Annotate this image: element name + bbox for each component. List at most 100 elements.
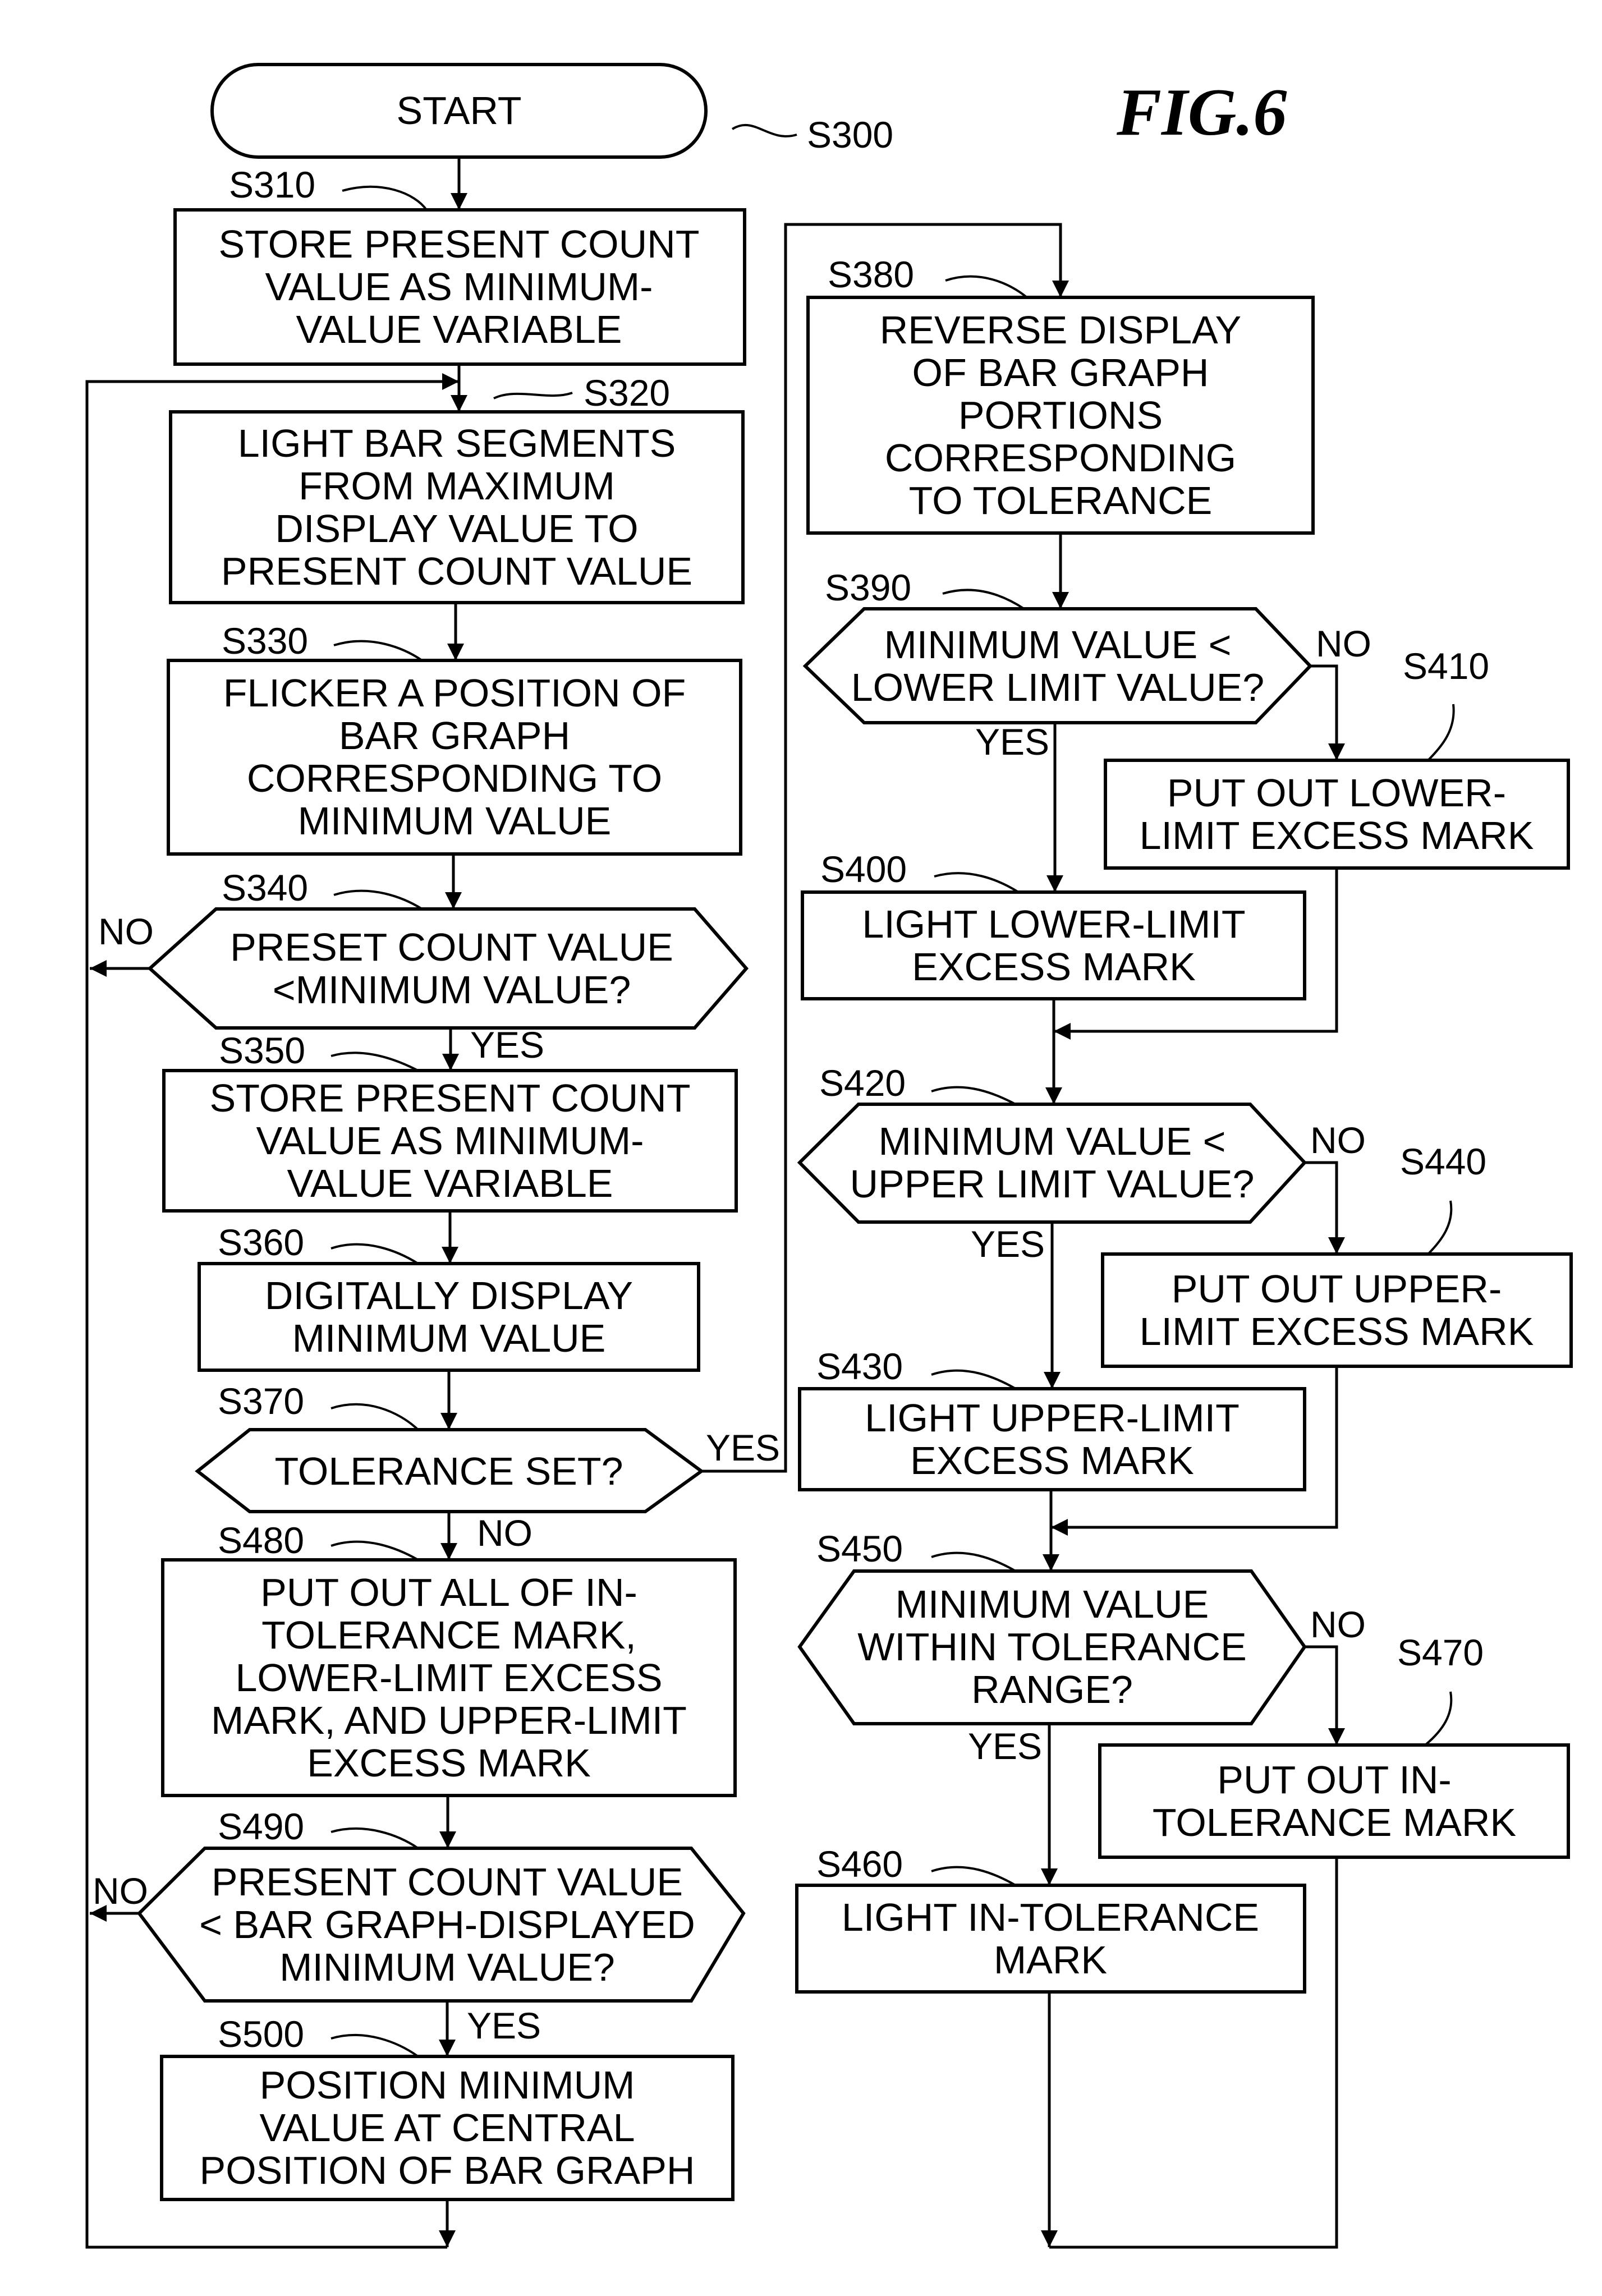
node-text-line: VALUE AS MINIMUM- bbox=[256, 1119, 644, 1163]
node-text-line: TOLERANCE MARK, bbox=[261, 1613, 636, 1657]
node-text-line: FLICKER A POSITION OF bbox=[223, 671, 686, 715]
node-text-line: LOWER-LIMIT EXCESS bbox=[235, 1656, 662, 1700]
node-text-line: MINIMUM VALUE < bbox=[878, 1119, 1225, 1163]
node-text-line: VALUE VARIABLE bbox=[296, 307, 622, 351]
decision-s340-text: PRESET COUNT VALUE<MINIMUM VALUE? bbox=[230, 925, 673, 1012]
label-s380: S380 bbox=[828, 254, 914, 295]
node-text-line: LIGHT BAR SEGMENTS bbox=[238, 421, 676, 465]
node-text-line: LIMIT EXCESS MARK bbox=[1140, 1310, 1534, 1353]
step-s500-text: POSITION MINIMUMVALUE AT CENTRALPOSITION… bbox=[200, 2063, 695, 2192]
node-text-line: MINIMUM VALUE < bbox=[884, 623, 1231, 667]
label-s330: S330 bbox=[222, 620, 308, 662]
step-s320-text: LIGHT BAR SEGMENTSFROM MAXIMUMDISPLAY VA… bbox=[221, 421, 692, 593]
step-s430-text: LIGHT UPPER-LIMITEXCESS MARK bbox=[865, 1396, 1240, 1482]
node-text-line: REVERSE DISPLAY bbox=[880, 308, 1242, 352]
decision-s390-text: MINIMUM VALUE <LOWER LIMIT VALUE? bbox=[851, 623, 1265, 709]
node-text-line: MARK bbox=[994, 1938, 1107, 1982]
node-text-line: PRESET COUNT VALUE bbox=[230, 925, 673, 969]
step-s360-text: DIGITALLY DISPLAYMINIMUM VALUE bbox=[265, 1274, 633, 1360]
step-s400-text: LIGHT LOWER-LIMITEXCESS MARK bbox=[862, 902, 1245, 989]
node-text-line: DISPLAY VALUE TO bbox=[275, 507, 638, 550]
branch-s340-no: NO bbox=[98, 911, 154, 952]
node-text-line: MINIMUM VALUE bbox=[298, 799, 612, 843]
node-text-line: CORRESPONDING bbox=[885, 436, 1236, 480]
node-text-line: PUT OUT ALL OF IN- bbox=[260, 1571, 637, 1614]
node-text-line: PUT OUT UPPER- bbox=[1172, 1267, 1502, 1311]
node-text-line: LOWER LIMIT VALUE? bbox=[851, 665, 1265, 709]
figure-title: FIG.6 bbox=[1116, 75, 1287, 149]
label-s420: S420 bbox=[819, 1062, 906, 1104]
label-s450: S450 bbox=[816, 1528, 903, 1569]
start-text: START bbox=[397, 89, 522, 132]
label-s360: S360 bbox=[218, 1222, 304, 1263]
branch-s390-no: NO bbox=[1316, 623, 1371, 664]
node-text-line: UPPER LIMIT VALUE? bbox=[850, 1162, 1255, 1206]
node-text-line: TO TOLERANCE bbox=[909, 479, 1213, 522]
label-s310: S310 bbox=[229, 164, 315, 205]
node-text-line: LIGHT IN-TOLERANCE bbox=[842, 1895, 1259, 1939]
label-s350: S350 bbox=[219, 1030, 305, 1071]
node-text-line: CORRESPONDING TO bbox=[247, 756, 662, 800]
node-text-line: VALUE AT CENTRAL bbox=[259, 2106, 635, 2150]
label-s460: S460 bbox=[816, 1843, 903, 1885]
label-s390: S390 bbox=[825, 567, 911, 608]
node-text-line: PORTIONS bbox=[958, 393, 1163, 437]
node-text-line: POSITION OF BAR GRAPH bbox=[200, 2148, 695, 2192]
label-s480: S480 bbox=[218, 1519, 304, 1561]
node-text-line: PUT OUT IN- bbox=[1217, 1758, 1451, 1802]
node-text-line: OF BAR GRAPH bbox=[912, 351, 1209, 394]
node-text-line: VALUE AS MINIMUM- bbox=[265, 265, 653, 309]
branch-s490-yes: YES bbox=[467, 2005, 541, 2046]
label-s470: S470 bbox=[1397, 1632, 1484, 1673]
label-s440: S440 bbox=[1400, 1141, 1486, 1182]
step-s410-text: PUT OUT LOWER-LIMIT EXCESS MARK bbox=[1140, 771, 1534, 857]
node-text-line: MINIMUM VALUE bbox=[292, 1316, 606, 1360]
branch-s490-no: NO bbox=[93, 1870, 148, 1912]
node-text-line: WITHIN TOLERANCE bbox=[857, 1625, 1247, 1669]
node-text-line: MARK, AND UPPER-LIMIT bbox=[211, 1698, 687, 1742]
node-text-line: TOLERANCE SET? bbox=[274, 1449, 623, 1493]
branch-s450-no: NO bbox=[1310, 1604, 1366, 1645]
branch-s370-yes: YES bbox=[706, 1427, 780, 1468]
node-text-line: FROM MAXIMUM bbox=[299, 464, 615, 508]
node-text-line: < BAR GRAPH-DISPLAYED bbox=[199, 1903, 695, 1946]
node-text-line: POSITION MINIMUM bbox=[260, 2063, 635, 2107]
node-text-line: DIGITALLY DISPLAY bbox=[265, 1274, 633, 1317]
node-text-line: MINIMUM VALUE bbox=[896, 1582, 1209, 1626]
node-text-line: EXCESS MARK bbox=[910, 1439, 1194, 1482]
branch-s420-no: NO bbox=[1310, 1119, 1366, 1161]
node-text-line: TOLERANCE MARK bbox=[1153, 1801, 1516, 1844]
node-text-line: LIGHT UPPER-LIMIT bbox=[865, 1396, 1240, 1440]
node-text-line: EXCESS MARK bbox=[307, 1741, 591, 1785]
label-s340: S340 bbox=[222, 867, 308, 908]
step-s440-text: PUT OUT UPPER-LIMIT EXCESS MARK bbox=[1140, 1267, 1534, 1353]
branch-s370-no: NO bbox=[477, 1512, 533, 1554]
node-text-line: VALUE VARIABLE bbox=[287, 1161, 613, 1205]
node-text-line: START bbox=[397, 89, 522, 132]
node-text-line: BAR GRAPH bbox=[339, 714, 570, 757]
label-s500: S500 bbox=[218, 2013, 304, 2055]
label-s370: S370 bbox=[218, 1380, 304, 1422]
label-s400: S400 bbox=[820, 848, 907, 890]
decision-s420-text: MINIMUM VALUE <UPPER LIMIT VALUE? bbox=[850, 1119, 1255, 1206]
decision-s370-text: TOLERANCE SET? bbox=[274, 1449, 623, 1493]
label-s490: S490 bbox=[218, 1806, 304, 1847]
node-text-line: STORE PRESENT COUNT bbox=[219, 222, 700, 266]
node-text-line: EXCESS MARK bbox=[912, 945, 1196, 989]
branch-s340-yes: YES bbox=[470, 1024, 544, 1066]
node-text-line: <MINIMUM VALUE? bbox=[273, 968, 631, 1012]
branch-s450-yes: YES bbox=[968, 1725, 1042, 1767]
label-s410: S410 bbox=[1403, 645, 1489, 687]
node-text-line: STORE PRESENT COUNT bbox=[210, 1076, 691, 1120]
label-s430: S430 bbox=[816, 1346, 903, 1387]
node-text-line: LIGHT LOWER-LIMIT bbox=[862, 902, 1245, 946]
label-s300: S300 bbox=[807, 114, 893, 155]
node-text-line: PRESENT COUNT VALUE bbox=[212, 1860, 683, 1904]
branch-s390-yes: YES bbox=[975, 721, 1049, 763]
node-text-line: MINIMUM VALUE? bbox=[279, 1945, 615, 1989]
node-text-line: PUT OUT LOWER- bbox=[1167, 771, 1506, 815]
label-s320: S320 bbox=[584, 372, 670, 414]
node-text-line: LIMIT EXCESS MARK bbox=[1140, 814, 1534, 857]
node-text-line: RANGE? bbox=[971, 1668, 1133, 1711]
